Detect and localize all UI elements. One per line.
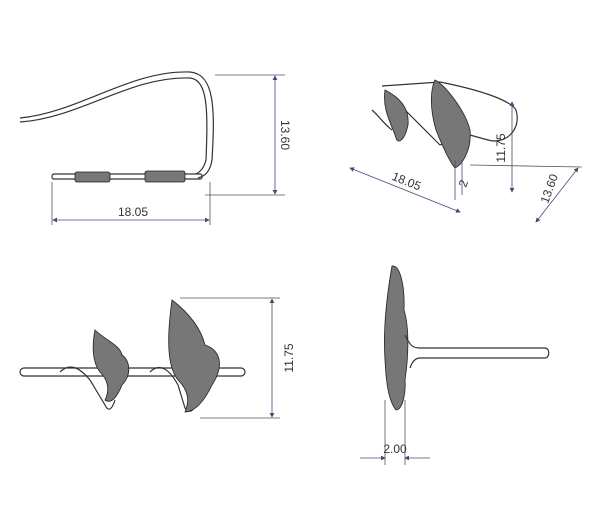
front-view: 13.60 18.05 xyxy=(19,71,292,225)
iso-depth-label: 13.60 xyxy=(538,172,562,205)
bird-ornament xyxy=(430,79,471,169)
isometric-view: 18.05 11.75 13.60 2 xyxy=(349,79,583,223)
iso-width-label: 18.05 xyxy=(390,169,423,193)
end-view: 2.00 xyxy=(360,265,550,465)
width-label: 18.05 xyxy=(118,205,148,219)
height-label: 13.60 xyxy=(278,120,292,150)
bird-ornament xyxy=(92,329,130,402)
bird-ornament xyxy=(384,89,409,142)
bird-ornament xyxy=(383,265,409,411)
iso-thickness-label: 2 xyxy=(456,178,472,189)
side-height-label: 11.75 xyxy=(282,343,296,372)
end-thickness-label: 2.00 xyxy=(383,442,407,456)
bird-ornament xyxy=(168,299,220,413)
iso-height-label: 11.75 xyxy=(494,133,508,162)
side-view: 11.75 xyxy=(19,297,296,419)
